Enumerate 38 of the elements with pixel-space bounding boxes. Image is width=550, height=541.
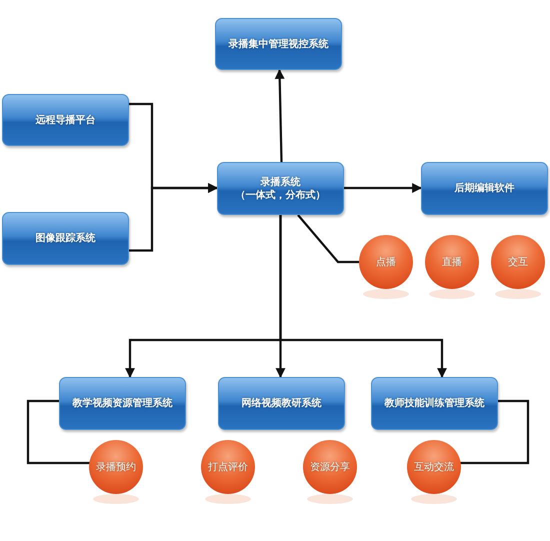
connector-line	[279, 215, 447, 378]
node-label: 教师技能训练管理系统	[384, 397, 484, 410]
circle	[407, 440, 461, 494]
connector-line	[26, 400, 90, 464]
node-label: 资源分享	[310, 460, 350, 474]
process-box	[217, 162, 344, 215]
node-label: 图像跟踪系统	[36, 232, 96, 245]
process-box	[59, 377, 186, 430]
node-label: 打点评价	[208, 460, 248, 474]
circle	[201, 440, 255, 494]
process-box	[371, 377, 498, 430]
node-label: 后期编辑软件	[454, 182, 514, 195]
connector-line	[344, 183, 422, 193]
node-label: （一体式，分布式）	[236, 188, 326, 202]
connector-line	[129, 183, 218, 252]
circle	[303, 440, 357, 494]
process-box	[2, 94, 129, 146]
node-label: 互动交流	[414, 460, 454, 474]
node-label: 录播预约	[96, 460, 136, 474]
node-label: 教学视频资源管理系统	[72, 397, 172, 410]
circle	[359, 235, 413, 289]
node-label: 网络视频教研系统	[242, 397, 322, 410]
process-box	[2, 212, 129, 265]
node-label: 录播集中管理视控系统	[228, 38, 328, 50]
node-label: 交互	[508, 256, 528, 268]
circle	[89, 440, 143, 494]
node-label: 点播	[376, 256, 396, 268]
connector-line	[274, 69, 285, 162]
node-label: 远程导播平台	[36, 114, 96, 126]
process-box	[215, 18, 342, 70]
process-box	[218, 377, 345, 430]
circle	[491, 235, 545, 289]
connector-line	[460, 400, 530, 464]
node-label: 录播系统	[260, 176, 300, 188]
process-box	[421, 162, 548, 215]
node-label: 直播	[442, 256, 462, 268]
connector-line	[297, 214, 359, 264]
circle	[425, 235, 479, 289]
